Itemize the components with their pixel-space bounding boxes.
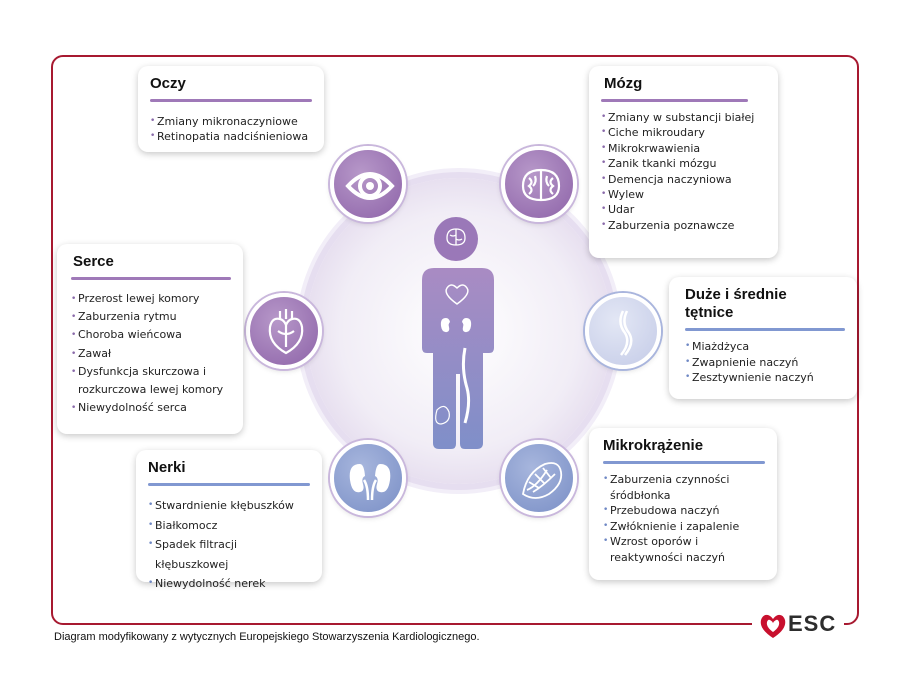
title-underline: [71, 277, 231, 280]
list-item: Mikrokrwawienia: [601, 141, 766, 157]
artery-circle: [585, 293, 661, 369]
card-serce: Serce Przerost lewej komory Zaburzenia r…: [57, 244, 243, 434]
list-item: Przebudowa naczyń: [603, 503, 765, 519]
list-item: Zmiany mikronaczyniowe: [150, 114, 312, 129]
diagram-frame: [51, 55, 859, 625]
list-item: Zaburzenia rytmu: [71, 308, 231, 326]
esc-logo-text: ESC: [788, 611, 837, 636]
microcirculation-icon: [522, 462, 563, 499]
heart-icon: [268, 309, 304, 355]
list-item: Zaburzenia poznawcze: [601, 218, 766, 234]
card-title: Mózg: [604, 75, 643, 92]
title-underline: [685, 328, 845, 331]
figure-caption: Diagram modyfikowany z wytycznych Europe…: [54, 631, 480, 643]
microcirculation-circle: [501, 440, 577, 516]
brain-circle: [501, 146, 577, 222]
list-item: Udar: [601, 202, 766, 218]
brain-icon: [521, 168, 561, 202]
artery-icon: [619, 310, 633, 356]
eye-circle: [330, 146, 406, 222]
list-item: Zmiany w substancji białej: [601, 110, 766, 126]
card-mozg: Mózg Zmiany w substancji białej Ciche mi…: [589, 66, 778, 258]
esc-heart-logo-icon: [760, 614, 786, 638]
list-item: Zanik tkanki mózgu: [601, 156, 766, 172]
list-item: Dysfunkcja skurczowa i: [71, 363, 231, 381]
title-underline: [150, 99, 312, 102]
list-item: Retinopatia nadciśnieniowa: [150, 129, 312, 144]
list-item: Białkomocz: [148, 516, 310, 536]
list-item-continued: śródbłonka: [610, 488, 671, 502]
card-nerki: Nerki Stwardnienie kłębuszków Białkomocz…: [136, 450, 322, 594]
card-title: Oczy: [150, 75, 186, 92]
card-title: Nerki: [148, 459, 186, 476]
list-item: Wzrost oporów i: [603, 534, 765, 550]
card-title: Mikrokrążenie: [603, 437, 704, 454]
card-mikrokrazenie: Mikrokrążenie Zaburzenia czynności śródb…: [589, 428, 777, 580]
list-item: Zwłóknienie i zapalenie: [603, 519, 765, 535]
list-item: Zawał: [71, 345, 231, 363]
list-item: Zesztywnienie naczyń: [685, 370, 845, 386]
card-title-line2: tętnice: [685, 304, 734, 321]
list-item: Spadek filtracji kłębuszkowej: [148, 535, 310, 574]
eye-icon: [345, 172, 395, 200]
list-item: Wylew: [601, 187, 766, 203]
list-item-continued: rozkurczowa lewej komory: [78, 383, 224, 397]
card-title: Serce: [73, 253, 114, 270]
list-item: Demencja naczyniowa: [601, 172, 766, 188]
heart-circle: [246, 293, 322, 369]
list-item: Miażdżyca: [685, 339, 845, 355]
kidneys-circle: [330, 440, 406, 516]
list-item: Stwardnienie kłębuszków: [148, 496, 310, 516]
card-title-line1: Duże i średnie: [685, 286, 787, 303]
card-tetnice: Duże i średnie tętnice Miażdżyca Zwapnie…: [669, 277, 857, 399]
list-item-continued: reaktywności naczyń: [610, 550, 726, 564]
title-underline: [601, 99, 748, 102]
list-item: Ciche mikroudary: [601, 125, 766, 141]
list-item: Przerost lewej komory: [71, 290, 231, 308]
kidneys-icon: [349, 464, 391, 501]
list-item: Niewydolność nerek: [148, 574, 310, 594]
list-item: Niewydolność serca: [71, 399, 231, 417]
card-oczy: Oczy Zmiany mikronaczyniowe Retinopatia …: [138, 66, 324, 152]
title-underline: [603, 461, 765, 464]
list-item: Zwapnienie naczyń: [685, 355, 845, 371]
title-underline: [148, 483, 310, 486]
list-item: Zaburzenia czynności: [603, 472, 765, 488]
list-item: Choroba wieńcowa: [71, 326, 231, 344]
